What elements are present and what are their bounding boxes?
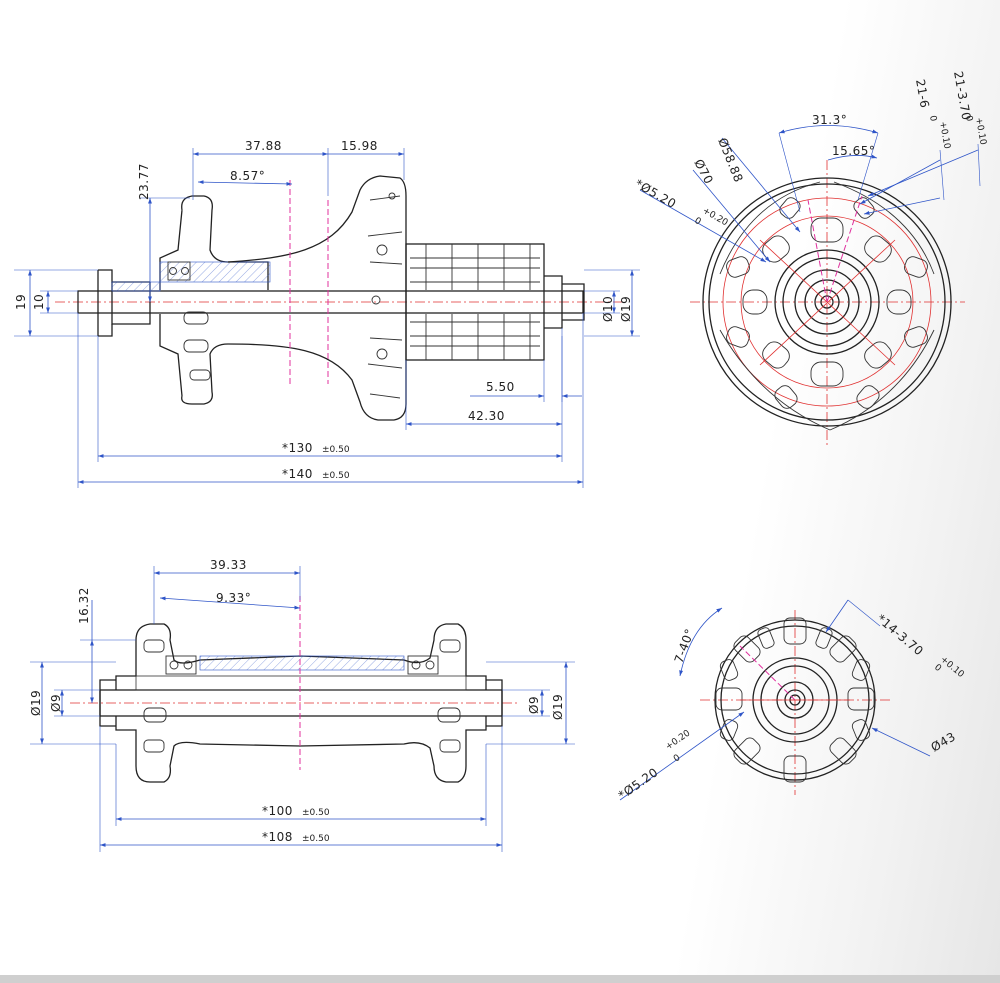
front-hub-shell-bottom [135, 716, 487, 783]
front-outer-flange [714, 619, 876, 781]
dim-front-dia5-20: *Ø5.20 [616, 765, 661, 802]
dim-15-65-deg: 15.65° [832, 144, 875, 158]
dim-42-30: 42.30 [468, 409, 505, 423]
dim-31-3-deg: 31.3° [812, 113, 847, 127]
dim-dia10-right: Ø10 [601, 296, 615, 322]
dim-108-tol: ±0.50 [302, 834, 330, 844]
front-hub-side-view: 39.33 9.33° 16.32 Ø19 Ø9 Ø9 Ø19 *100 ±0.… [29, 558, 575, 852]
dim-140: *140 [282, 467, 313, 481]
dim-front-dia5-20-tol-up: +0.20 [664, 728, 693, 752]
dim-37-88: 37.88 [245, 139, 282, 153]
dim-dia19-right: Ø19 [551, 694, 565, 720]
dim-14-3-70-tol-up: +0.10 [938, 655, 966, 681]
dim-130-tol: ±0.50 [322, 445, 350, 455]
dim-dia9-right: Ø9 [527, 696, 541, 714]
dim-dia43: Ø43 [929, 729, 959, 754]
rear-left-section-hatch [159, 261, 271, 283]
dim-10-left: 10 [32, 294, 46, 310]
dim-dia58-88: Ø58.88 [715, 136, 746, 185]
dim-21-6: 21-6 [913, 78, 932, 109]
dim-9-33-deg: 9.33° [216, 591, 251, 605]
dim-100-tol: ±0.50 [302, 808, 330, 818]
rear-hub-side-view: 37.88 15.98 8.57° 23.77 19 10 Ø10 Ø19 [14, 139, 640, 488]
dim-dia70: Ø70 [691, 157, 716, 187]
rear-right-endcap [544, 275, 585, 329]
dim-19-left: 19 [14, 294, 28, 310]
dim-dia19-right: Ø19 [619, 296, 633, 322]
dim-8-57-deg: 8.57° [230, 169, 265, 183]
rear-hub-end-view: 31.3° 15.65° Ø58.88 Ø70 *Ø5.20 +0.20 0 2… [633, 70, 988, 445]
dim-140-tol: ±0.50 [322, 471, 350, 481]
dim-23-77: 23.77 [137, 163, 151, 200]
dim-15-98: 15.98 [341, 139, 378, 153]
dim-7-40-deg: 7-40° [672, 627, 697, 665]
dim-21-3-70: 21-3.70 [951, 70, 973, 122]
rear-freehub-body [405, 243, 545, 361]
dim-21-6-tol-up: +0.10 [937, 121, 952, 150]
dim-dia5-20-tol-up: +0.20 [701, 206, 730, 229]
dim-dia19-left: Ø19 [29, 690, 43, 716]
dim-front-dia5-20-tol-dn: 0 [672, 753, 683, 765]
dim-14-3-70-tol-dn: 0 [932, 663, 943, 675]
rear-outer-flange [702, 177, 952, 427]
dim-130: *130 [282, 441, 313, 455]
dim-100: *100 [262, 804, 293, 818]
dim-16-32: 16.32 [77, 587, 91, 624]
dim-dia5-20-tol-dn: 0 [693, 216, 703, 228]
dim-39-33: 39.33 [210, 558, 247, 572]
dim-dia9-left: Ø9 [49, 694, 63, 712]
rear-hub-shell [227, 175, 407, 421]
dim-5-50: 5.50 [486, 380, 515, 394]
dim-dia5-20: *Ø5.20 [633, 176, 679, 211]
dim-21-3-70-tol-up: +0.10 [973, 117, 988, 146]
dim-21-6-tol-dn: 0 [927, 115, 938, 123]
rear-axle [77, 290, 584, 314]
dim-21-3-70-tol-dn: 0 [963, 115, 974, 123]
bottom-edge-bar [0, 975, 1000, 983]
dim-108: *108 [262, 830, 293, 844]
rear-left-endcap [97, 269, 150, 337]
front-hub-end-view: 7-40° *14-3.70 +0.10 0 Ø43 *Ø5.20 +0.20 … [616, 599, 966, 802]
front-section-hatch [199, 655, 405, 671]
dim-14-3-70: *14-3.70 [874, 612, 926, 659]
rear-pcd-circle [722, 197, 932, 407]
